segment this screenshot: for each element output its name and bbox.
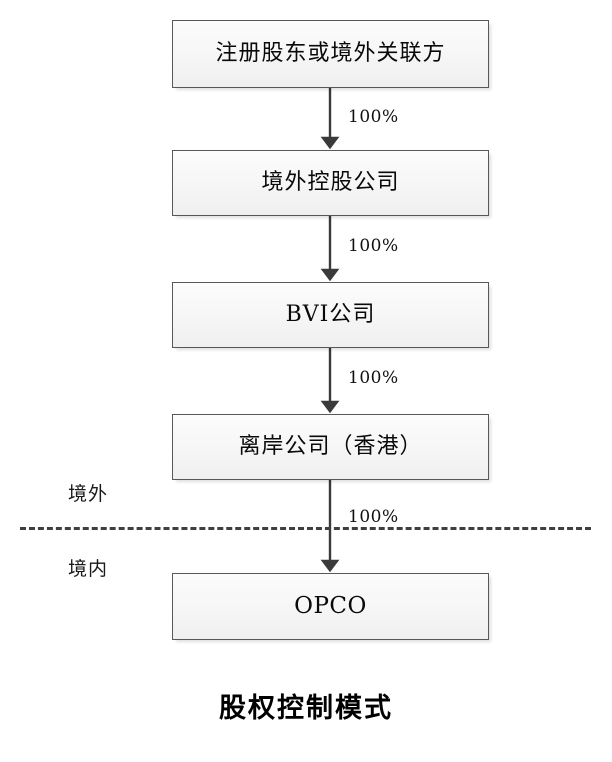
node-offshore-company-hongkong[interactable]: 离岸公司（香港） xyxy=(172,414,489,480)
edge-label-100-percent-2: 100% xyxy=(348,236,399,256)
node-bvi-company[interactable]: BVI公司 xyxy=(172,282,489,348)
diagram-caption: 股权控制模式 xyxy=(219,693,393,724)
node-registered-shareholder-label: 注册股东或境外关联方 xyxy=(215,41,446,66)
edge-label-100-percent-4: 100% xyxy=(348,507,399,527)
node-offshore-company-hongkong-label: 离岸公司（香港） xyxy=(238,434,423,459)
node-offshore-holding-company[interactable]: 境外控股公司 xyxy=(172,150,489,216)
region-label-offshore: 境外 xyxy=(68,483,109,505)
region-label-onshore: 境内 xyxy=(68,558,109,580)
node-opco-label: OPCO xyxy=(294,593,367,619)
edge-label-100-percent-3: 100% xyxy=(348,368,399,388)
edge-label-100-percent-1: 100% xyxy=(348,107,399,127)
node-registered-shareholder[interactable]: 注册股东或境外关联方 xyxy=(172,20,489,88)
node-offshore-holding-company-label: 境外控股公司 xyxy=(261,170,400,195)
node-bvi-company-label: BVI公司 xyxy=(285,302,376,327)
node-opco[interactable]: OPCO xyxy=(172,573,489,640)
onshore-offshore-divider xyxy=(20,527,591,530)
